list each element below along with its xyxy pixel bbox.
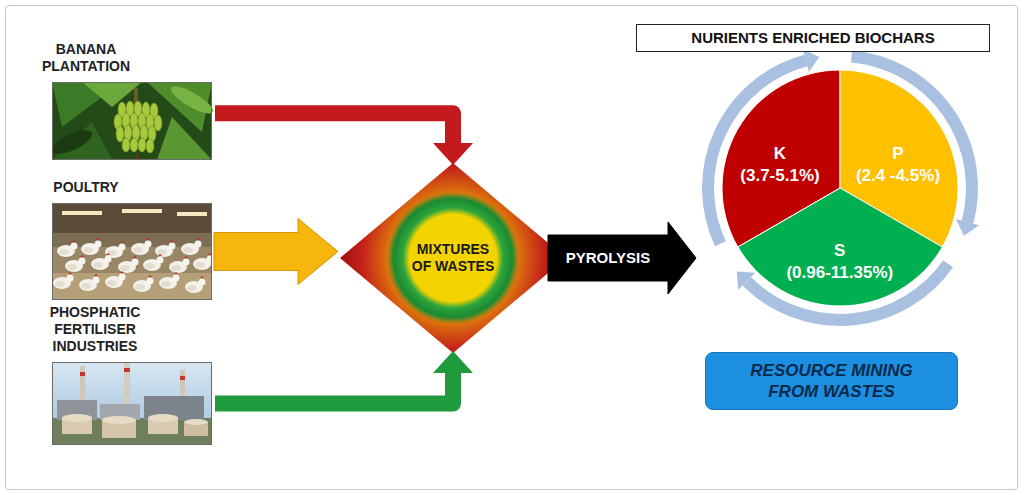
flow-arrow	[214, 219, 338, 285]
node-value: (3.7-5.1%)	[740, 165, 819, 187]
flow-arrow	[215, 113, 473, 165]
factory-photo	[52, 362, 212, 445]
node-heading: PHOSPHATIC FERTILISER INDUSTRIES	[35, 304, 155, 355]
heading-box: NURIENTS ENRICHED BIOCHARS	[636, 24, 990, 52]
node-title: P	[856, 143, 940, 165]
highlight-box: RESOURCE MINING FROM WASTES	[705, 352, 958, 410]
node-title: BANANA PLANTATION	[31, 41, 141, 75]
banana-photo	[49, 82, 217, 160]
node-heading: BANANA PLANTATION	[31, 41, 141, 75]
poultry-photo	[52, 203, 214, 300]
photo-box: BANANA PLANTATION	[52, 82, 212, 160]
cycle-ring	[708, 57, 972, 320]
node-label: P(2.4 -4.5%)	[856, 143, 940, 187]
node-heading: POULTRY	[31, 179, 141, 196]
node-label: MIXTURES OF WASTES	[407, 241, 499, 275]
node-title: MIXTURES OF WASTES	[407, 241, 499, 275]
node-title: RESOURCE MINING FROM WASTES	[740, 360, 923, 402]
node-value: (2.4 -4.5%)	[856, 165, 940, 187]
node-title: K	[740, 143, 819, 165]
flow-arrow	[548, 222, 696, 294]
node-value: (0.96-11.35%)	[786, 262, 893, 284]
node-title: PHOSPHATIC FERTILISER INDUSTRIES	[35, 304, 155, 355]
photo-box: POULTRY	[52, 203, 212, 300]
edge-label: PYROLYSIS	[566, 249, 650, 267]
flow-arrow	[215, 351, 473, 404]
node-title: NURIENTS ENRICHED BIOCHARS	[691, 29, 934, 47]
node-label: NURIENTS ENRICHED BIOCHARS	[691, 29, 934, 47]
node-title: POULTRY	[31, 179, 141, 196]
pie-sector: S(0.96-11.35%)	[738, 188, 942, 306]
node-label: S(0.96-11.35%)	[786, 240, 893, 284]
decision-diamond: MIXTURES OF WASTES	[340, 163, 566, 353]
node-title: S	[786, 240, 893, 262]
photo-box: PHOSPHATIC FERTILISER INDUSTRIES	[52, 362, 212, 445]
node-label: RESOURCE MINING FROM WASTES	[740, 360, 923, 402]
node-label: K(3.7-5.1%)	[740, 143, 819, 187]
figure-frame	[6, 6, 1018, 490]
